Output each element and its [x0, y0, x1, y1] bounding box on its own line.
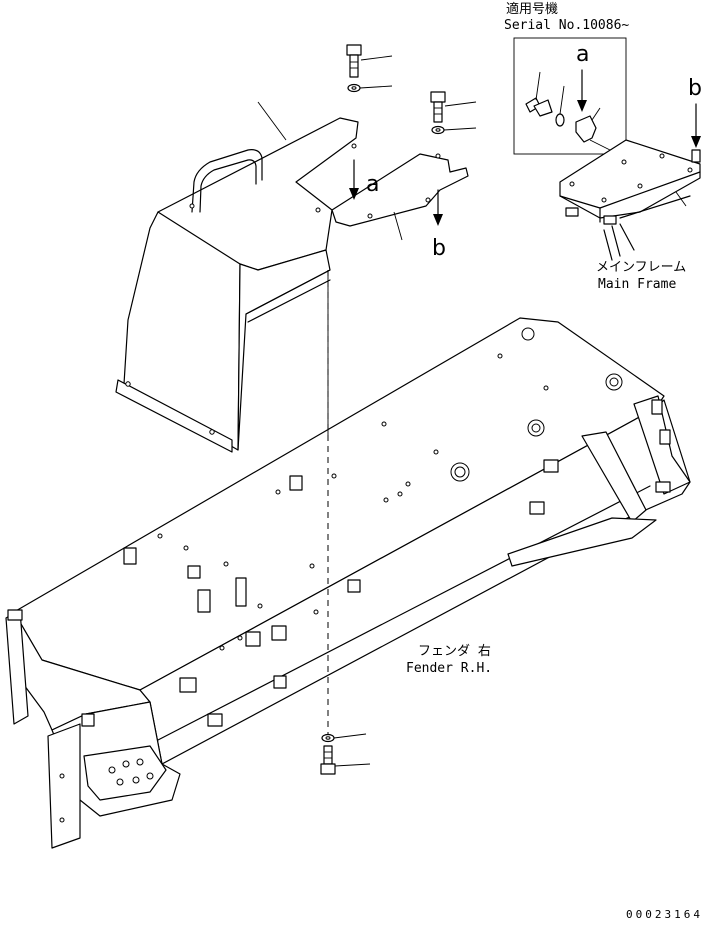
bolt-top-left — [346, 44, 393, 93]
cover-plate — [331, 153, 469, 241]
fender-label-jp: フェンダ 右 — [418, 644, 491, 659]
letter-a-inset: a — [576, 42, 590, 67]
serial-applies-label: 適用号機 — [506, 2, 559, 17]
arrow-a-main — [349, 159, 359, 200]
bolt-top-right — [430, 91, 477, 135]
inset-main-frame — [559, 103, 701, 261]
arrow-b-main — [433, 189, 443, 226]
serial-number-label: Serial No.10086~ — [504, 18, 630, 33]
letter-b-inset: b — [688, 76, 702, 101]
letter-b-main: b — [432, 236, 446, 261]
fender-label-en: Fender R.H. — [406, 661, 493, 676]
letter-a-main: a — [366, 172, 380, 197]
main-frame-label-jp: メインフレーム — [596, 260, 687, 275]
main-frame — [5, 317, 691, 849]
fender-cover — [115, 101, 359, 453]
figure-id: 00023164 — [626, 908, 703, 921]
bolt-bottom — [320, 733, 371, 775]
main-frame-label-en: Main Frame — [598, 277, 677, 292]
serial-inset-box — [513, 37, 627, 155]
